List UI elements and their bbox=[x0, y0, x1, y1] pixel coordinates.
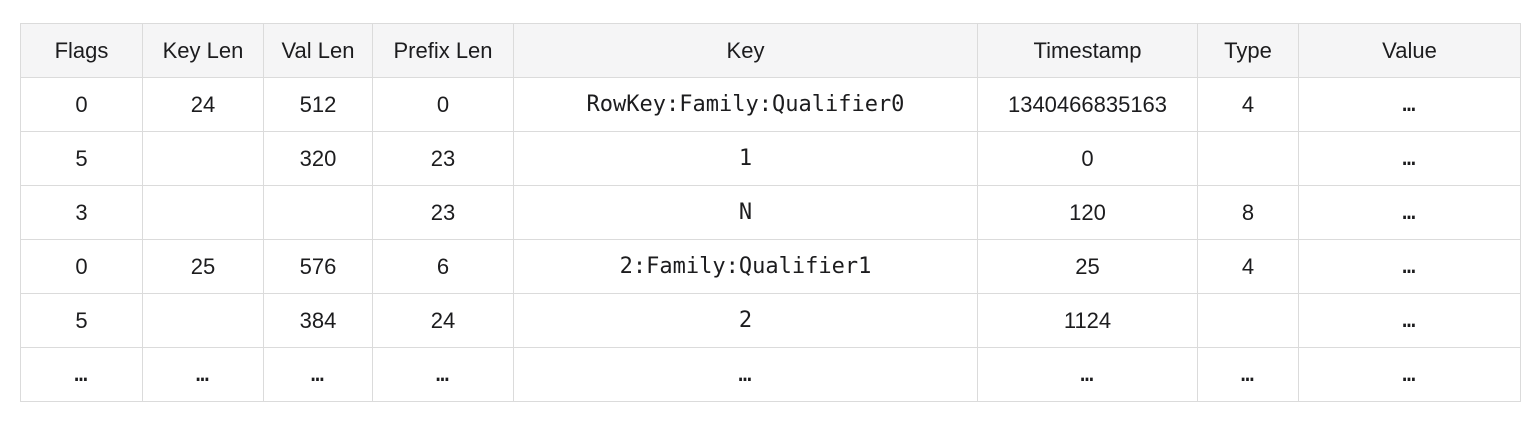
table-cell-key: 2 bbox=[513, 293, 978, 348]
table-cell-ellipsis: … bbox=[1197, 347, 1299, 402]
table-cell-ellipsis: … bbox=[977, 347, 1198, 402]
table-cell: 24 bbox=[372, 293, 514, 348]
table-cell: 4 bbox=[1197, 239, 1299, 294]
table-cell: 0 bbox=[20, 239, 143, 294]
table-cell-ellipsis: … bbox=[20, 347, 143, 402]
table-row: … … … … … … … … bbox=[20, 347, 1521, 402]
table-cell: 0 bbox=[20, 77, 143, 132]
table-cell-omitted bbox=[142, 131, 264, 186]
table-cell-ellipsis: … bbox=[372, 347, 514, 402]
table-cell-omitted bbox=[263, 185, 373, 240]
table-cell: 1340466835163 bbox=[977, 77, 1198, 132]
table-cell: 320 bbox=[263, 131, 373, 186]
col-header-key-len: Key Len bbox=[142, 23, 264, 78]
table-cell-ellipsis: … bbox=[142, 347, 264, 402]
col-header-val-len: Val Len bbox=[263, 23, 373, 78]
table-cell: 120 bbox=[977, 185, 1198, 240]
col-header-value: Value bbox=[1298, 23, 1521, 78]
table-cell: 1124 bbox=[977, 293, 1198, 348]
table-cell: 23 bbox=[372, 131, 514, 186]
table-cell: 0 bbox=[977, 131, 1198, 186]
table-row: 0 25 576 6 2:Family:Qualifier1 25 4 … bbox=[20, 239, 1521, 294]
table-cell-key: 1 bbox=[513, 131, 978, 186]
table-cell-ellipsis: … bbox=[513, 347, 978, 402]
table-cell-omitted bbox=[142, 293, 264, 348]
table-cell-omitted bbox=[1197, 293, 1299, 348]
table-cell: 25 bbox=[977, 239, 1198, 294]
table-cell: 4 bbox=[1197, 77, 1299, 132]
table-cell-ellipsis: … bbox=[1298, 185, 1521, 240]
table-cell: 3 bbox=[20, 185, 143, 240]
table-row: 0 24 512 0 RowKey:Family:Qualifier0 1340… bbox=[20, 77, 1521, 132]
data-table: Flags Key Len Val Len Prefix Len Key Tim… bbox=[20, 23, 1521, 402]
table-cell: 5 bbox=[20, 131, 143, 186]
table-cell: 6 bbox=[372, 239, 514, 294]
table-cell-key: 2:Family:Qualifier1 bbox=[513, 239, 978, 294]
table-cell-ellipsis: … bbox=[1298, 77, 1521, 132]
table-cell: 512 bbox=[263, 77, 373, 132]
table-cell: 0 bbox=[372, 77, 514, 132]
col-header-key: Key bbox=[513, 23, 978, 78]
table-cell-key: N bbox=[513, 185, 978, 240]
table-cell-key: RowKey:Family:Qualifier0 bbox=[513, 77, 978, 132]
table-row: 3 23 N 120 8 … bbox=[20, 185, 1521, 240]
table-cell-ellipsis: … bbox=[1298, 239, 1521, 294]
table-cell: 8 bbox=[1197, 185, 1299, 240]
table-cell: 23 bbox=[372, 185, 514, 240]
table-cell: 576 bbox=[263, 239, 373, 294]
table-cell-ellipsis: … bbox=[1298, 347, 1521, 402]
table-cell-omitted bbox=[1197, 131, 1299, 186]
table-row: 5 384 24 2 1124 … bbox=[20, 293, 1521, 348]
table-cell: 25 bbox=[142, 239, 264, 294]
col-header-flags: Flags bbox=[20, 23, 143, 78]
col-header-prefix-len: Prefix Len bbox=[372, 23, 514, 78]
table-cell-ellipsis: … bbox=[263, 347, 373, 402]
col-header-type: Type bbox=[1197, 23, 1299, 78]
table-cell: 5 bbox=[20, 293, 143, 348]
encoded-keyvalue-table: Flags Key Len Val Len Prefix Len Key Tim… bbox=[20, 23, 1521, 402]
header-row: Flags Key Len Val Len Prefix Len Key Tim… bbox=[20, 23, 1521, 78]
table-row: 5 320 23 1 0 … bbox=[20, 131, 1521, 186]
table-cell: 24 bbox=[142, 77, 264, 132]
col-header-timestamp: Timestamp bbox=[977, 23, 1198, 78]
table-cell-ellipsis: … bbox=[1298, 131, 1521, 186]
table-cell-omitted bbox=[142, 185, 264, 240]
table-cell: 384 bbox=[263, 293, 373, 348]
table-cell-ellipsis: … bbox=[1298, 293, 1521, 348]
